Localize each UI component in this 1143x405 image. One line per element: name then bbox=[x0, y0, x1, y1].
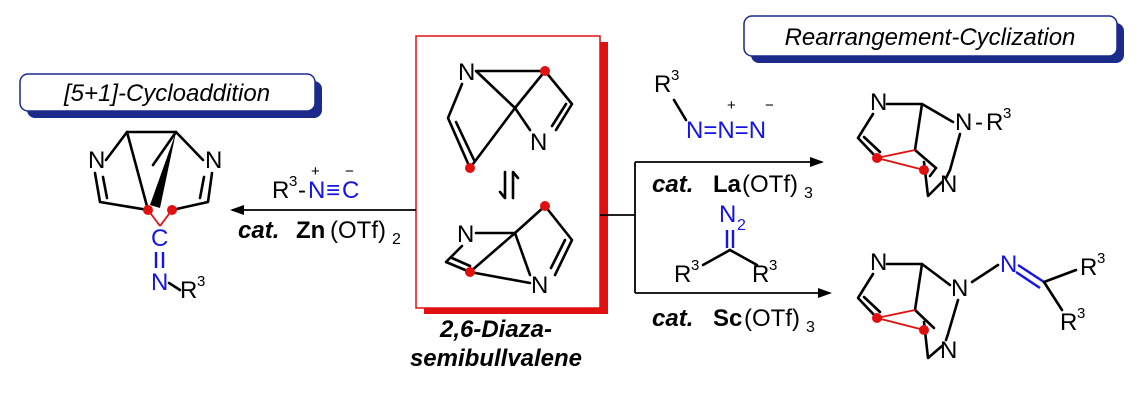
title-left: [5+1]-Cycloaddition bbox=[63, 80, 270, 107]
svg-text:N: N bbox=[955, 109, 972, 136]
svg-text:−: − bbox=[345, 163, 354, 180]
svg-text:3: 3 bbox=[691, 257, 699, 274]
catalyst-zinc: cat. Zn (OTf) 2 bbox=[238, 217, 401, 248]
svg-text:Zn: Zn bbox=[296, 217, 325, 244]
svg-text:cat.: cat. bbox=[652, 171, 693, 198]
svg-text:-: - bbox=[298, 177, 306, 204]
catalyst-lanthanum: cat. La (OTf) 3 bbox=[652, 171, 813, 202]
atom-n: N bbox=[530, 129, 547, 156]
svg-text:C: C bbox=[342, 177, 359, 204]
svg-text:3: 3 bbox=[1077, 305, 1085, 322]
svg-text:N: N bbox=[940, 171, 957, 198]
reagent-azide: R 3 N=N=N + − bbox=[654, 67, 774, 144]
equilibrium-arrows-icon bbox=[498, 170, 520, 200]
svg-text:2: 2 bbox=[392, 231, 401, 248]
product-cycloaddition: N N C N R 3 bbox=[88, 130, 222, 304]
svg-text:R: R bbox=[654, 71, 671, 98]
caption-line1: 2,6-Diaza- bbox=[439, 316, 552, 343]
svg-text:2: 2 bbox=[737, 217, 746, 234]
svg-text:C: C bbox=[151, 225, 168, 252]
svg-text:N: N bbox=[88, 147, 105, 174]
svg-text:3: 3 bbox=[1097, 250, 1105, 267]
svg-text:N: N bbox=[870, 89, 887, 116]
svg-text:N: N bbox=[870, 249, 887, 276]
svg-text:cat.: cat. bbox=[652, 305, 693, 332]
catalyst-scandium: cat. Sc (OTf) 3 bbox=[652, 305, 815, 336]
atom-n: N bbox=[458, 59, 475, 86]
svg-text:N: N bbox=[308, 177, 325, 204]
svg-text:3: 3 bbox=[1003, 105, 1011, 122]
title-box-left: [5+1]-Cycloaddition bbox=[19, 73, 322, 118]
title-box-right: Rearrangement-Cyclization bbox=[743, 15, 1124, 63]
svg-text:N: N bbox=[205, 147, 222, 174]
svg-text:cat.: cat. bbox=[238, 217, 279, 244]
svg-text:R: R bbox=[272, 177, 289, 204]
diazasemibullvalene-bottom: N N bbox=[444, 201, 574, 299]
svg-text:3: 3 bbox=[769, 257, 777, 274]
reagent-isocyanide: R 3 - N + ≡ C − bbox=[272, 163, 359, 204]
svg-text:(OTf): (OTf) bbox=[744, 305, 800, 332]
svg-text:+: + bbox=[727, 97, 736, 114]
svg-text:N: N bbox=[719, 201, 736, 228]
svg-text:(OTf): (OTf) bbox=[330, 217, 386, 244]
product-hydrazone-adduct: N N N N R 3 R 3 bbox=[856, 249, 1105, 364]
svg-text:3: 3 bbox=[671, 67, 679, 84]
diazasemibullvalene-top: N N bbox=[446, 59, 574, 173]
svg-text:R: R bbox=[1060, 309, 1077, 336]
svg-text:La: La bbox=[713, 171, 742, 198]
svg-text:N: N bbox=[151, 269, 168, 296]
svg-text:N: N bbox=[940, 337, 957, 364]
atom-n: N bbox=[457, 221, 474, 248]
svg-text:+: + bbox=[311, 163, 320, 180]
svg-text:3: 3 bbox=[806, 319, 815, 336]
svg-text:-: - bbox=[975, 109, 983, 136]
product-azide-adduct: N N - R 3 N bbox=[856, 89, 1011, 198]
svg-text:(OTf): (OTf) bbox=[742, 171, 798, 198]
svg-text:N: N bbox=[1000, 251, 1017, 278]
caption-line2: semibullvalene bbox=[410, 345, 582, 372]
svg-text:≡: ≡ bbox=[326, 177, 340, 204]
svg-text:−: − bbox=[765, 97, 774, 114]
reagent-diazo: N 2 R 3 R 3 bbox=[674, 201, 777, 288]
svg-text:Sc: Sc bbox=[713, 305, 742, 332]
svg-text:R: R bbox=[180, 277, 197, 304]
svg-text:3: 3 bbox=[804, 185, 813, 202]
svg-text:3: 3 bbox=[197, 273, 205, 290]
svg-text:R: R bbox=[752, 261, 769, 288]
atom-n: N bbox=[531, 272, 548, 299]
svg-text:R: R bbox=[1080, 254, 1097, 281]
title-right: Rearrangement-Cyclization bbox=[785, 24, 1076, 51]
svg-text:N=N=N: N=N=N bbox=[686, 117, 766, 144]
svg-text:3: 3 bbox=[289, 173, 297, 190]
svg-text:N: N bbox=[951, 275, 968, 302]
svg-text:R: R bbox=[986, 109, 1003, 136]
svg-text:R: R bbox=[674, 261, 691, 288]
